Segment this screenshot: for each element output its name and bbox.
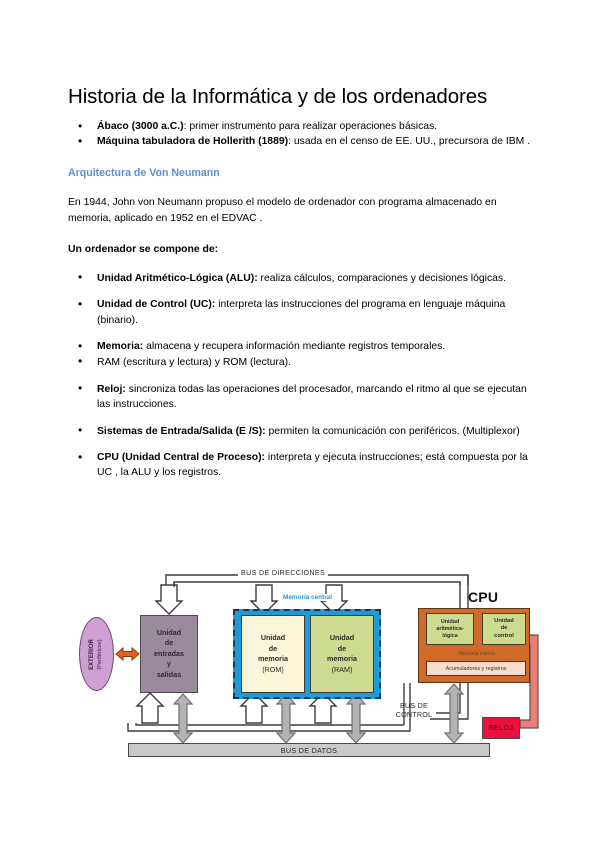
- alu-line-1: Unidad: [440, 618, 460, 625]
- lead-in-text: Un ordenador se compone de:: [68, 244, 219, 256]
- uc-line-1: Unidad: [494, 617, 514, 624]
- io-line-3: entradas: [154, 648, 184, 658]
- exterior-label: EXTERIOR(Periféricos): [79, 617, 114, 691]
- unidad-de-control-box: Unidad de control: [482, 613, 526, 645]
- bullet-bold-label: Reloj:: [97, 383, 126, 395]
- bullet-bold-label: CPU (Unidad Central de Proceso):: [97, 452, 266, 464]
- bullet-text: : primer instrumento para realizar opera…: [183, 121, 438, 132]
- bullet-text: sincroniza todas las operaciones del pro…: [97, 383, 527, 410]
- von-neumann-architecture-diagram: BUS DE DIRECCIONES EXTERIOR(Periféricos)…: [70, 563, 540, 763]
- unidad-memoria-ram-box: Unidad de memoria (RAM): [310, 615, 374, 693]
- section-heading: Arquitectura de Von Neumann: [68, 167, 220, 180]
- bullet-bold-label: Máquina tabuladora de Hollerith (1889): [97, 136, 289, 148]
- control-bus-rail-outer: [127, 683, 411, 732]
- bullet-bold-label: Unidad Aritmético-Lógica (ALU):: [97, 272, 258, 284]
- reloj-box: RELOJ: [482, 717, 520, 739]
- uc-line-2: de: [500, 625, 508, 632]
- acumuladores-registros-box: Acumuladores y registros: [426, 661, 526, 676]
- rom-line-2: de: [268, 643, 278, 653]
- bus-control-line-2: CONTROL: [395, 710, 433, 719]
- list-item: Unidad de Control (UC): interpreta las i…: [68, 297, 532, 327]
- io-line-5: salidas: [156, 669, 182, 679]
- alu-line-2: aritmética-: [436, 625, 464, 632]
- memoria-central-label: Memoria central: [281, 594, 335, 601]
- bullet-bold-label: Ábaco (3000 a.C.): [97, 121, 184, 132]
- bullet-text: interpreta y ejecuta instrucciones; está…: [97, 452, 528, 479]
- bullet-text: permiten la comunicación con periféricos…: [265, 425, 520, 437]
- ram-type-label: (RAM): [331, 664, 353, 674]
- uc-line-3: control: [494, 632, 514, 639]
- exterior-line-1: EXTERIOR: [88, 638, 95, 670]
- rom-type-label: (ROM): [262, 664, 284, 674]
- io-line-4: y: [167, 659, 171, 669]
- bullet-text: interpreta las instrucciones del program…: [97, 299, 506, 326]
- bullet-text: RAM (escritura y lectura) y ROM (lectura…: [97, 356, 291, 368]
- list-item: Máquina tabuladora de Hollerith (1889): …: [68, 134, 532, 149]
- bullet-text: : usada en el censo de EE. UU., precurso…: [288, 136, 531, 148]
- bullet-bold-label: Unidad de Control (UC):: [97, 299, 216, 311]
- cpu-title-label: CPU: [468, 589, 499, 605]
- control-bus-arrows: [135, 692, 338, 724]
- io-line-2: de: [164, 638, 174, 648]
- list-item: Reloj: sincroniza todas las operaciones …: [68, 381, 532, 412]
- bullet-bold-label: Memoria:: [97, 341, 144, 353]
- bus-datos-bar: BUS DE DATOS: [128, 743, 490, 757]
- list-item: CPU (Unidad Central de Proceso): interpr…: [68, 450, 532, 480]
- bullet-text: realiza cálculos, comparaciones y decisi…: [257, 272, 507, 284]
- bus-control-label: BUS DE CONTROL: [386, 701, 442, 719]
- ram-line-2: de: [337, 643, 347, 653]
- intro-paragraph: En 1944, John von Neumann propuso el mod…: [68, 197, 497, 224]
- bullet-bold-label: Sistemas de Entrada/Salida (E /S):: [97, 425, 266, 437]
- unidad-entradas-salidas-box: Unidad de entradas y salidas: [140, 615, 198, 693]
- bus-direcciones-label: BUS DE DIRECCIONES: [238, 568, 329, 577]
- address-bus-rail-inner: [173, 581, 461, 585]
- bullet-text: almacena y recupera información mediante…: [143, 341, 446, 353]
- ram-line-1: Unidad: [329, 633, 355, 642]
- page-title: Historia de la Informática y de los orde…: [68, 85, 488, 108]
- intro-bullet-list: Ábaco (3000 a.C.): primer instrumento pa…: [68, 118, 532, 149]
- exterior-perifericos-ellipse: [79, 617, 114, 691]
- rom-line-3: memoria: [258, 654, 288, 663]
- io-line-1: Unidad: [156, 627, 182, 637]
- list-item: Memoria: almacena y recupera información…: [68, 339, 532, 354]
- list-item: RAM (escritura y lectura) y ROM (lectura…: [68, 354, 532, 370]
- rom-line-1: Unidad: [260, 633, 286, 642]
- unidad-aritmetico-logica-box: Unidad aritmética- lógica: [426, 613, 474, 645]
- memoria-interna-label: Memoria interna: [458, 651, 496, 657]
- alu-line-3: lógica: [442, 632, 458, 639]
- unidad-memoria-rom-box: Unidad de memoria (ROM): [241, 615, 305, 693]
- exterior-line-2: (Periféricos): [96, 638, 103, 670]
- exterior-io-arrow: [115, 646, 140, 662]
- document-content: Historia de la Informática y de los orde…: [68, 84, 532, 492]
- component-bullet-list: Unidad Aritmético-Lógica (ALU): realiza …: [68, 270, 532, 481]
- bus-control-line-1: BUS DE: [400, 701, 428, 710]
- list-item: Sistemas de Entrada/Salida (E /S): permi…: [68, 423, 532, 439]
- list-item: Ábaco (3000 a.C.): primer instrumento pa…: [68, 118, 532, 134]
- list-item: Unidad Aritmético-Lógica (ALU): realiza …: [68, 270, 532, 286]
- ram-line-3: memoria: [327, 654, 357, 663]
- control-bus-rail-inner: [135, 723, 404, 726]
